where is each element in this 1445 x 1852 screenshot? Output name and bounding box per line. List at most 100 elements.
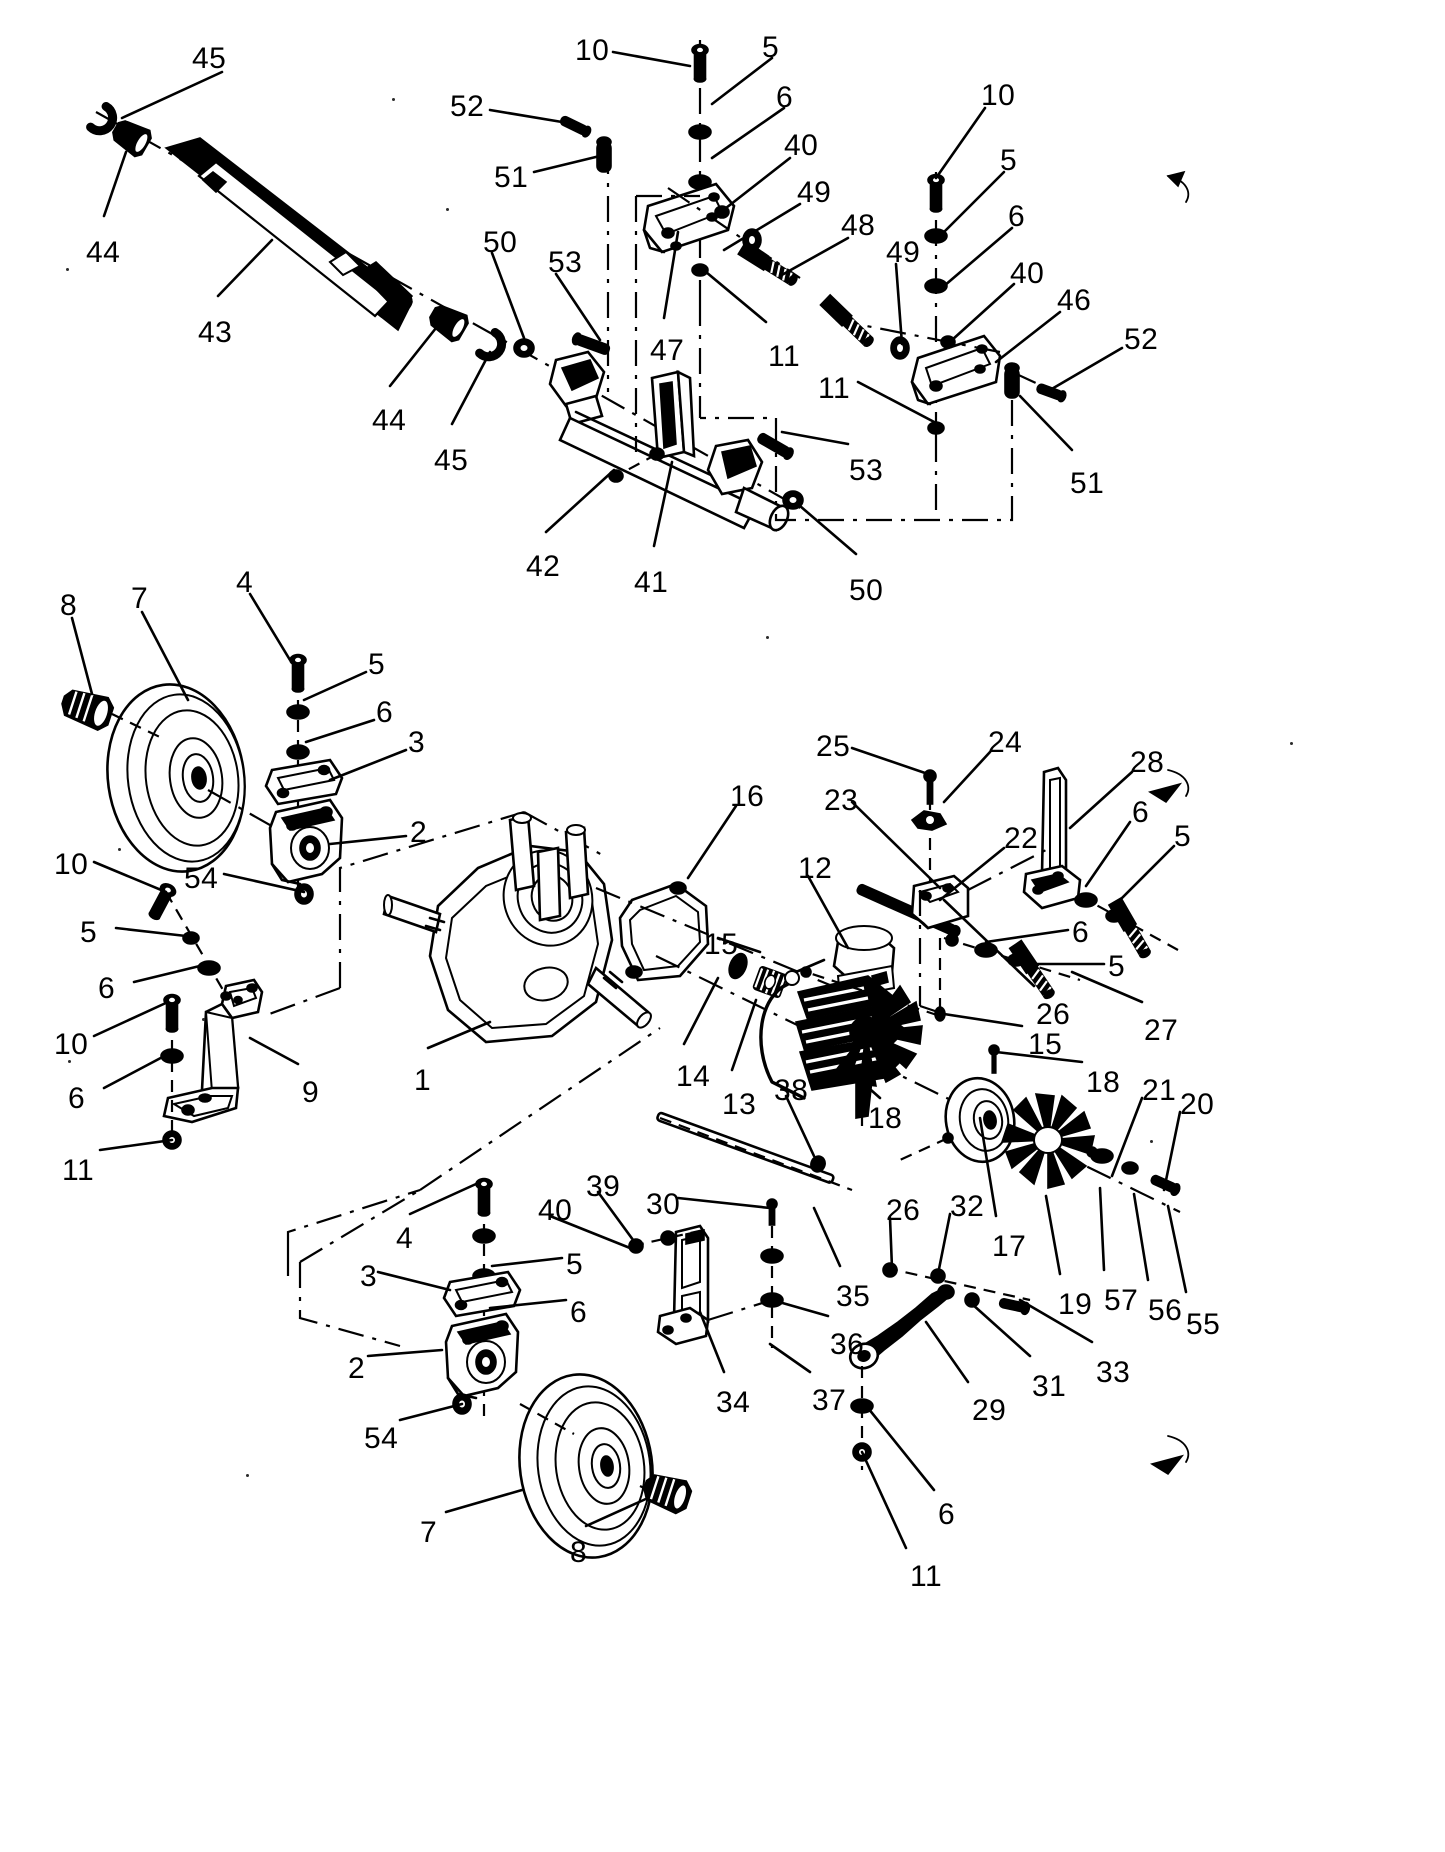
part-callout-28: 28: [1130, 746, 1165, 779]
part-callout-18: 18: [868, 1102, 903, 1135]
part-callout-50: 50: [483, 226, 518, 259]
scan-speck: [766, 636, 769, 639]
part-callout-18: 18: [1086, 1066, 1121, 1099]
scan-speck: [446, 208, 449, 211]
part-callout-19: 19: [1058, 1288, 1093, 1321]
scan-speck: [246, 1474, 249, 1477]
scan-speck: [66, 268, 69, 271]
part-callout-6: 6: [938, 1498, 956, 1531]
part-callout-6: 6: [570, 1296, 588, 1329]
part-callout-25: 25: [816, 730, 851, 763]
part-callout-53: 53: [548, 246, 583, 279]
part-callout-14: 14: [676, 1060, 711, 1093]
part-callout-21: 21: [1142, 1074, 1177, 1107]
part-callout-6: 6: [1072, 916, 1090, 949]
part-callout-49: 49: [797, 176, 832, 209]
part-callout-10: 10: [54, 848, 89, 881]
part-callout-8: 8: [60, 589, 78, 622]
part-callout-6: 6: [776, 81, 794, 114]
part-callout-7: 7: [420, 1516, 438, 1549]
part-callout-55: 55: [1186, 1308, 1221, 1341]
part-callout-5: 5: [1174, 820, 1192, 853]
part-callout-41: 41: [634, 566, 669, 599]
part-callout-4: 4: [236, 566, 254, 599]
part-callout-40: 40: [784, 129, 819, 162]
part-callout-27: 27: [1144, 1014, 1179, 1047]
part-callout-54: 54: [364, 1422, 399, 1455]
part-callout-3: 3: [360, 1260, 378, 1293]
part-callout-56: 56: [1148, 1294, 1183, 1327]
part-callout-10: 10: [54, 1028, 89, 1061]
part-callout-11: 11: [818, 372, 851, 405]
part-callout-11: 11: [910, 1560, 943, 1593]
scan-speck: [202, 1018, 205, 1021]
part-callout-12: 12: [798, 852, 833, 885]
part-callout-26: 26: [1036, 998, 1071, 1031]
part-callout-15: 15: [704, 928, 739, 961]
part-callout-5: 5: [80, 916, 98, 949]
part-callout-40: 40: [538, 1194, 573, 1227]
part-callout-7: 7: [131, 582, 149, 615]
part-callout-49: 49: [886, 236, 921, 269]
scan-speck: [118, 848, 121, 851]
part-callout-10: 10: [981, 79, 1016, 112]
part-callout-38: 38: [774, 1074, 809, 1107]
part-callout-6: 6: [376, 696, 394, 729]
part-callout-5: 5: [368, 648, 386, 681]
part-callout-53: 53: [849, 454, 884, 487]
part-callout-32: 32: [950, 1190, 985, 1223]
part-callout-44: 44: [372, 404, 407, 437]
part-callout-54: 54: [184, 862, 219, 895]
part-callout-11: 11: [62, 1154, 95, 1187]
scan-speck: [68, 1060, 71, 1063]
part-callout-5: 5: [1000, 144, 1018, 177]
part-callout-52: 52: [1124, 323, 1159, 356]
part-callout-4: 4: [396, 1222, 414, 1255]
part-callout-43: 43: [198, 316, 233, 349]
part-callout-17: 17: [992, 1230, 1027, 1263]
part-callout-44: 44: [86, 236, 121, 269]
part-callout-20: 20: [1180, 1088, 1215, 1121]
part-callout-3: 3: [408, 726, 426, 759]
part-callout-36: 36: [830, 1328, 865, 1361]
part-callout-8: 8: [570, 1536, 588, 1569]
part-callout-5: 5: [1108, 950, 1126, 983]
part-callout-47: 47: [650, 334, 685, 367]
part-callout-23: 23: [824, 784, 859, 817]
part-callout-31: 31: [1032, 1370, 1067, 1403]
part-callout-37: 37: [812, 1384, 847, 1417]
part-callout-15: 15: [1028, 1028, 1063, 1061]
part-callout-48: 48: [841, 209, 876, 242]
part-callout-40: 40: [1010, 257, 1045, 290]
scan-speck: [1150, 1140, 1153, 1143]
part-callout-24: 24: [988, 726, 1023, 759]
part-callout-51: 51: [1070, 467, 1105, 500]
part-callout-34: 34: [716, 1386, 751, 1419]
part-callout-5: 5: [762, 31, 780, 64]
part-callout-26: 26: [886, 1194, 921, 1227]
part-callout-6: 6: [68, 1082, 86, 1115]
part-callout-5: 5: [566, 1248, 584, 1281]
part-callout-6: 6: [1008, 200, 1026, 233]
part-callout-51: 51: [494, 161, 529, 194]
part-callout-46: 46: [1057, 284, 1092, 317]
part-callout-16: 16: [730, 780, 765, 813]
part-callout-39: 39: [586, 1170, 621, 1203]
part-callout-45: 45: [434, 444, 469, 477]
part-callout-29: 29: [972, 1394, 1007, 1427]
part-callout-6: 6: [98, 972, 116, 1005]
part-callout-30: 30: [646, 1188, 681, 1221]
part-callout-45: 45: [192, 42, 227, 75]
part-callout-2: 2: [410, 816, 428, 849]
part-callout-1: 1: [414, 1064, 432, 1097]
part-callout-35: 35: [836, 1280, 871, 1313]
part-callout-6: 6: [1132, 796, 1150, 829]
part-callout-57: 57: [1104, 1284, 1139, 1317]
scan-speck: [1290, 742, 1293, 745]
part-callout-22: 22: [1004, 822, 1039, 855]
scan-speck: [392, 98, 395, 101]
part-callout-10: 10: [575, 34, 610, 67]
part-callout-42: 42: [526, 550, 561, 583]
